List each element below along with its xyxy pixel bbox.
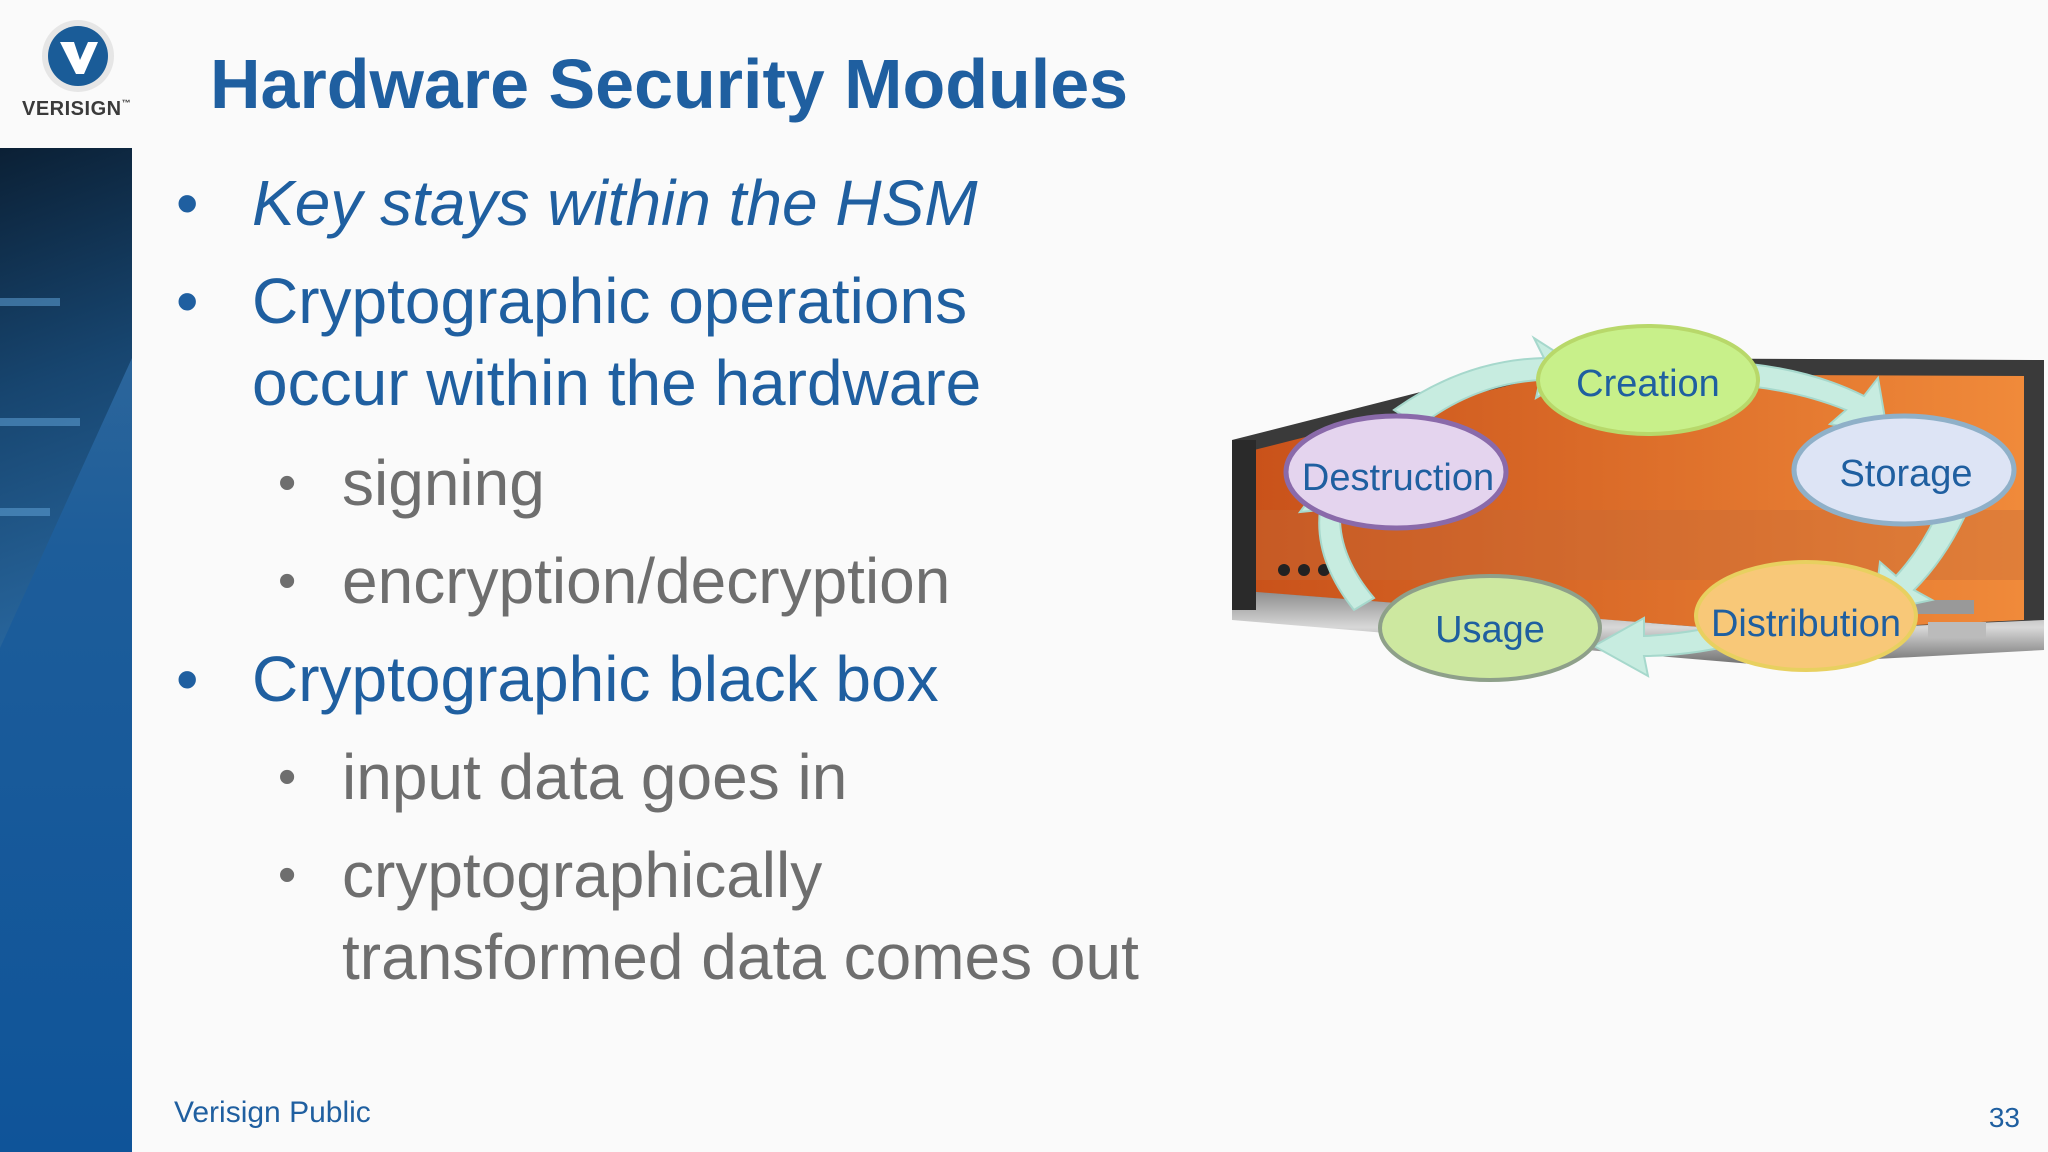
stage-destruction: Destruction — [1283, 413, 1509, 531]
bullet-text: Cryptographic operations — [252, 265, 968, 337]
sidebar-stripe — [0, 298, 60, 306]
stage-creation: Creation — [1536, 324, 1760, 436]
bullet-text: Cryptographic black box — [252, 643, 939, 715]
verisign-logo-icon — [42, 20, 114, 92]
sub-bullet-dot: • — [278, 454, 297, 512]
bullet-dot: • — [176, 643, 199, 715]
stage-usage: Usage — [1378, 574, 1602, 682]
bullet-text: Key stays within the HSM — [252, 167, 978, 239]
stage-label-destruction: Destruction — [1302, 457, 1494, 499]
sidebar-decoration — [0, 148, 132, 1152]
sidebar-stripe — [0, 418, 80, 426]
stage-label-storage: Storage — [1839, 453, 1972, 495]
brand-wordmark: VERISIGN™ — [22, 98, 132, 120]
sub-bullet-dot: • — [278, 748, 297, 806]
stage-label-usage: Usage — [1435, 609, 1545, 651]
sub-bullet-text: signing — [342, 447, 545, 519]
bullet-dot: • — [176, 167, 199, 239]
sub-bullet-text: input data goes in — [342, 741, 848, 813]
stage-distribution: Distribution — [1694, 560, 1918, 672]
stage-label-creation: Creation — [1576, 363, 1720, 405]
page-number: 33 — [1988, 1102, 2020, 1133]
sidebar-stripe — [0, 508, 50, 516]
stage-storage: Storage — [1791, 413, 2017, 527]
sub-bullet-text: cryptographically — [342, 839, 823, 911]
sub-bullet-text: encryption/decryption — [342, 545, 951, 617]
sidebar-photo-panel — [0, 148, 132, 648]
sub-bullet-dot: • — [278, 552, 297, 610]
key-lifecycle-diagram: Creation Storage Distribution Usage Dest… — [1232, 324, 2044, 682]
stage-label-distribution: Distribution — [1711, 603, 1901, 645]
page-title: Hardware Security Modules — [210, 45, 1129, 123]
bullet-text: occur within the hardware — [252, 347, 982, 419]
sub-bullet-text: transformed data comes out — [342, 921, 1139, 993]
bullet-dot: • — [176, 265, 199, 337]
sub-bullet-dot: • — [278, 846, 297, 904]
footer-label: Verisign Public — [174, 1096, 371, 1129]
